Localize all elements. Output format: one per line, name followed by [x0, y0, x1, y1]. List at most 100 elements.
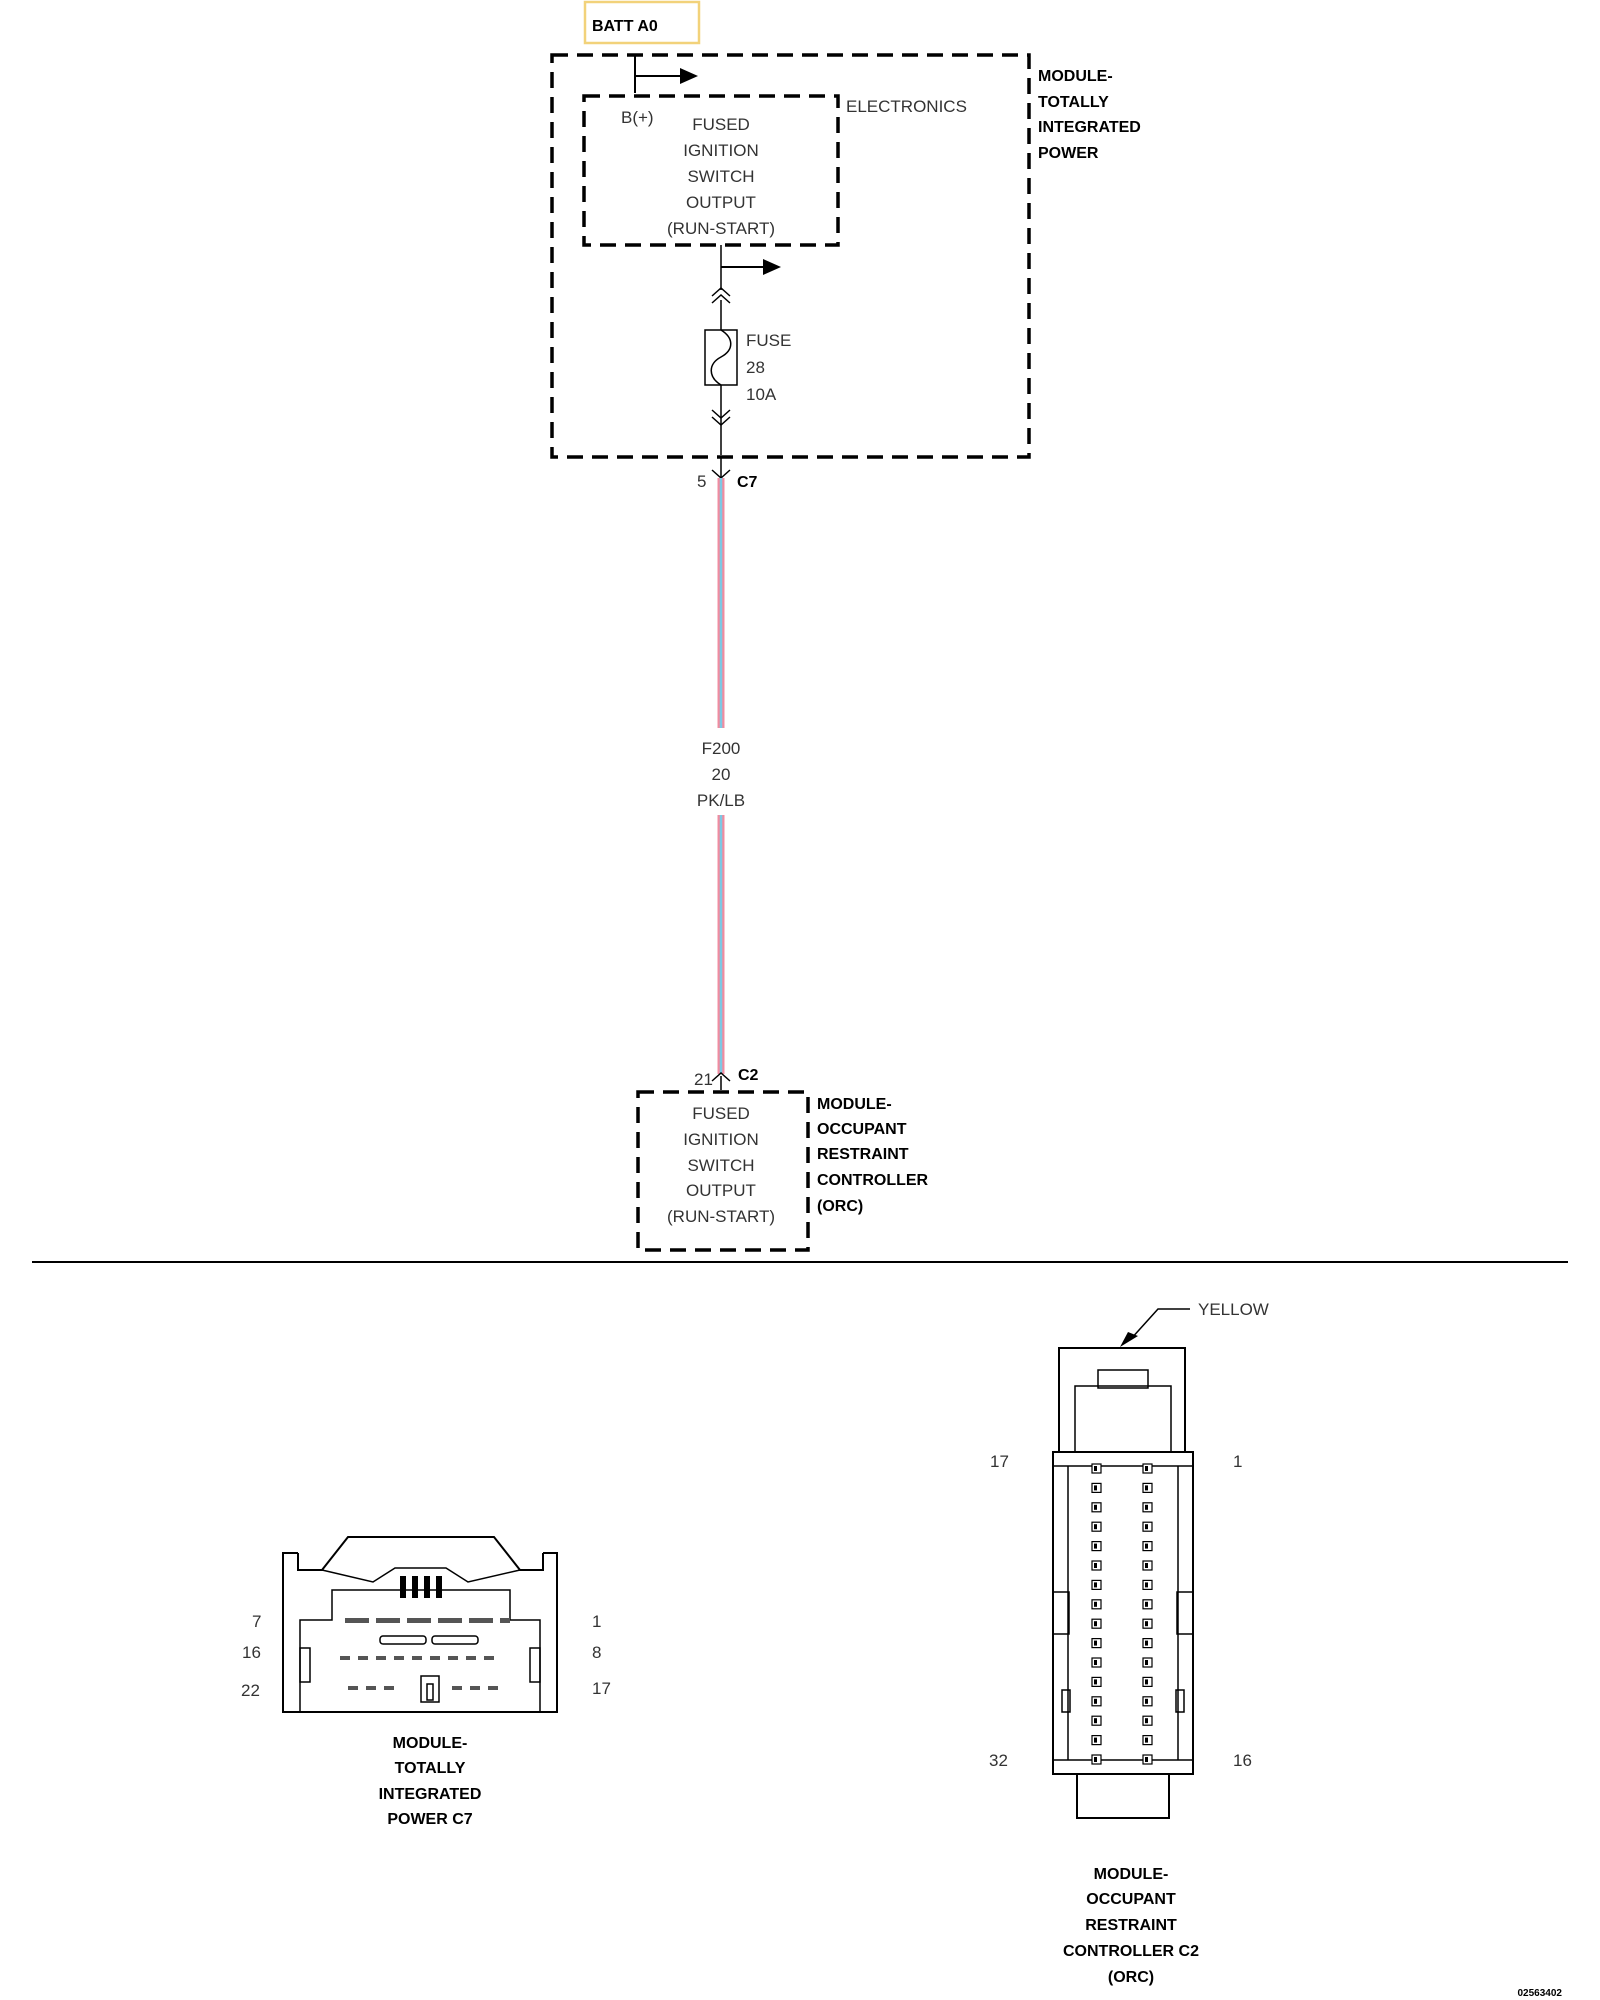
c2-cavity-terminal [1094, 1524, 1097, 1530]
c7-connector-face-view[interactable]: 7 16 22 1 8 17 [241, 1536, 611, 1713]
c2-cavity-terminal [1094, 1621, 1097, 1627]
c2-pin-label-1: 1 [1233, 1452, 1242, 1471]
c2-caption-1: MODULE- [1094, 1866, 1169, 1883]
c2-caption-2: OCCUPANT [1086, 1891, 1176, 1908]
batt-a0-source[interactable]: BATT A0 [583, 0, 701, 45]
c2-cavity-terminal [1094, 1601, 1097, 1607]
c7-polarizing-key [420, 1675, 440, 1703]
b-plus-label: B(+) [621, 108, 654, 127]
connector-c2-icon [711, 1071, 731, 1082]
fuse-bottom-terminal-icon [711, 409, 731, 427]
orc-module-title-2: OCCUPANT [817, 1121, 907, 1138]
electronics-block-boundary [582, 94, 840, 247]
fuse-number: 28 [746, 358, 765, 377]
c7-row-1-cavities [345, 1618, 510, 1623]
c2-connector-inner-shroud [1074, 1385, 1172, 1453]
tipm-output-line-5: (RUN-START) [667, 219, 775, 238]
c2-connector-body [1052, 1451, 1194, 1775]
c2-cavity-terminal [1094, 1679, 1097, 1685]
c2-connector-top-shroud [1058, 1347, 1186, 1453]
orc-module-title-3: RESTRAINT [817, 1146, 909, 1163]
orc-input-line-4: OUTPUT [686, 1181, 756, 1200]
batt-feed-arrow-icon [680, 68, 698, 84]
c2-cavity-terminal [1094, 1563, 1097, 1568]
c7-row-3-cavities [340, 1656, 494, 1660]
c7-right-lock-tab [529, 1647, 541, 1683]
c2-cavity-terminal [1094, 1718, 1097, 1724]
c2-left-cavity-column [1091, 1463, 1102, 1765]
c2-color-leader [1129, 1308, 1190, 1341]
fuse-element-icon [710, 329, 732, 386]
figure-id: 02563402 [1518, 1988, 1563, 1999]
batt-a0-box [583, 0, 701, 45]
tipm-module-boundary [550, 53, 1031, 459]
c2-cavity-terminal [1145, 1718, 1148, 1724]
c2-cavity-terminal [1145, 1757, 1148, 1762]
c2-cavity-terminal [1145, 1679, 1148, 1685]
output-arrow-icon [763, 259, 781, 275]
c7-pin-label-7: 7 [252, 1612, 261, 1631]
connector-c2-pin[interactable]: 21 C2 [694, 1067, 759, 1090]
c2-cavity-terminal [1145, 1601, 1148, 1607]
c7-connector-shell [282, 1552, 558, 1713]
c2-pin-label-16: 16 [1233, 1751, 1252, 1770]
connector-c7-pin[interactable]: 5 C7 [697, 457, 758, 491]
c2-right-lock-tab [1176, 1591, 1194, 1635]
c2-cavity-terminal [1145, 1582, 1148, 1588]
fuse-28[interactable]: FUSE 28 10A [704, 329, 791, 404]
orc-input-line-2: IGNITION [683, 1130, 759, 1149]
c7-connector-name: C7 [737, 474, 758, 491]
wire-f200[interactable]: F200 20 PK/LB [697, 478, 745, 1074]
c2-cavity-terminal [1094, 1698, 1097, 1704]
fuse-top-terminal-icon [711, 286, 731, 304]
c7-row-2-cavities [379, 1635, 479, 1645]
c2-pin-label-17: 17 [990, 1452, 1009, 1471]
c2-cavity-terminal [1145, 1698, 1148, 1704]
c7-left-lock-tab [299, 1647, 311, 1683]
tipm-output-line-1: FUSED [692, 115, 750, 134]
orc-module-title-1: MODULE- [817, 1096, 892, 1113]
c7-connector-latch-ramp [321, 1567, 521, 1583]
c2-left-lock-tab [1052, 1591, 1070, 1635]
c7-polarizing-key-inner [426, 1683, 434, 1701]
c2-caption-4: CONTROLLER C2 [1063, 1943, 1199, 1960]
c7-pin-label-22: 22 [241, 1681, 260, 1700]
c2-cavity-terminal [1145, 1660, 1148, 1665]
orc-input-line-5: (RUN-START) [667, 1207, 775, 1226]
tipm-module-title-4: POWER [1038, 145, 1099, 162]
wire-gauge: 20 [712, 765, 731, 784]
c7-row-4-cavities [348, 1686, 498, 1690]
c2-connector-bottom-shroud [1076, 1773, 1170, 1819]
c7-caption-4: POWER C7 [387, 1811, 472, 1828]
c2-cavity-terminal [1094, 1737, 1097, 1743]
c7-connector-inner-body [299, 1589, 541, 1712]
c2-left-key [1061, 1689, 1071, 1713]
c7-latch-slots [400, 1576, 442, 1598]
c2-cavity-terminal [1094, 1485, 1097, 1491]
tipm-output-line-4: OUTPUT [686, 193, 756, 212]
c2-cavity-terminal [1145, 1524, 1148, 1530]
c2-connector-face-view[interactable]: YELLOW 17 1 32 16 [989, 1300, 1269, 1819]
c2-right-key [1175, 1689, 1185, 1713]
c2-cavity-terminal [1094, 1660, 1097, 1665]
c2-cavity-terminal [1145, 1563, 1148, 1568]
orc-module-title-5: (ORC) [817, 1198, 863, 1215]
tipm-module-title-3: INTEGRATED [1038, 119, 1141, 136]
c2-cavity-terminal [1094, 1504, 1097, 1510]
wire-color-code: PK/LB [697, 791, 745, 810]
fuse-rating: 10A [746, 385, 777, 404]
c2-cavity-terminal [1145, 1485, 1148, 1491]
c2-color-arrow-icon [1120, 1332, 1138, 1347]
fuse-label: FUSE [746, 331, 791, 350]
c2-cavity-terminal [1145, 1466, 1148, 1471]
c2-right-cavity-column [1142, 1463, 1153, 1765]
c2-cavity-terminal [1145, 1737, 1148, 1743]
c7-pin-label-8: 8 [592, 1643, 601, 1662]
c2-cavity-terminal [1094, 1543, 1097, 1549]
c2-cavity-terminal [1145, 1504, 1148, 1510]
c2-connector-name: C2 [738, 1067, 759, 1084]
c2-cavity-terminal [1145, 1543, 1148, 1549]
c2-caption-3: RESTRAINT [1085, 1917, 1177, 1934]
c2-color-label: YELLOW [1198, 1300, 1269, 1319]
